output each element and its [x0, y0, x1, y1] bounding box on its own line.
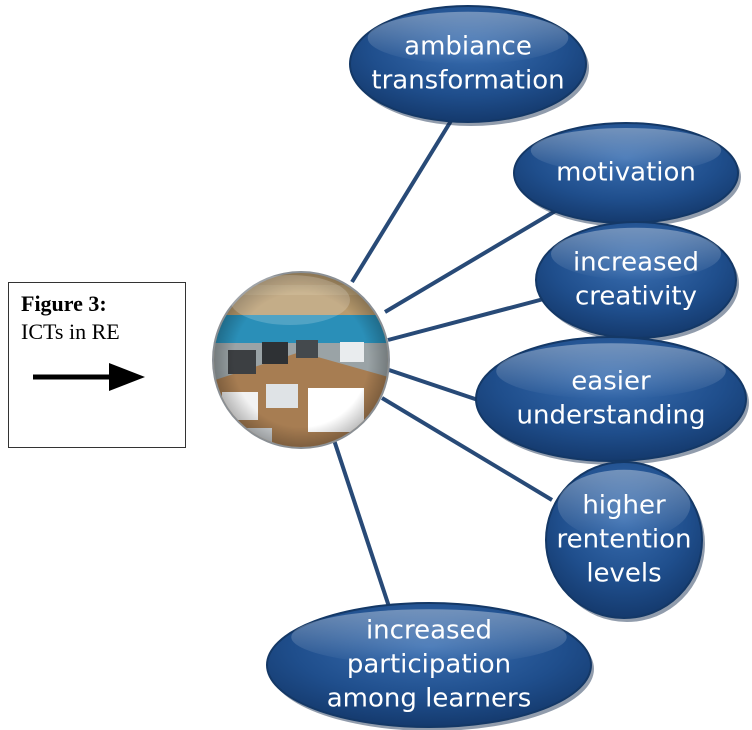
node-label-line: increased	[573, 248, 699, 278]
figure-caption-box: Figure 3: ICTs in RE	[8, 282, 186, 448]
node-gloss	[530, 128, 722, 173]
node-gloss	[496, 343, 726, 399]
node-label-line: understanding	[516, 401, 705, 431]
node-label-line: easier	[571, 367, 651, 397]
node-understanding: easier understanding	[475, 336, 749, 465]
node-gloss	[291, 609, 567, 665]
figure-label: Figure 3:	[21, 291, 107, 316]
node-label-line: motivation	[556, 158, 696, 188]
node-label-line: among learners	[327, 684, 532, 714]
figure-subtitle: ICTs in RE	[21, 319, 120, 344]
connector-lines	[332, 101, 559, 641]
node-label-line: creativity	[575, 282, 697, 312]
node-gloss	[551, 227, 721, 280]
node-label-line: transformation	[371, 66, 564, 96]
node-retention: higher rentention levels	[545, 461, 705, 622]
connector-ambiance	[350, 101, 464, 284]
connector-creativity	[387, 294, 556, 342]
node-motivation: motivation	[513, 122, 741, 227]
node-participation: increased participation among learners	[266, 602, 594, 730]
center-image-circle	[212, 271, 390, 449]
right-arrow-icon	[33, 363, 145, 391]
node-creativity: increased creativity	[535, 221, 739, 342]
node-label-line: increased	[366, 616, 492, 646]
node-label-line: ambiance	[404, 32, 532, 62]
node-gloss	[367, 11, 569, 64]
connector-understanding	[388, 368, 488, 405]
node-label-line: rentention	[556, 525, 691, 555]
node-label-line: levels	[586, 559, 661, 589]
connector-retention	[380, 396, 554, 502]
node-label-line: participation	[347, 650, 511, 680]
node-gloss	[557, 469, 691, 540]
node-ambiance: ambiance transformation	[349, 5, 589, 126]
connector-motivation	[383, 208, 559, 314]
node-label-line: higher	[582, 491, 666, 521]
